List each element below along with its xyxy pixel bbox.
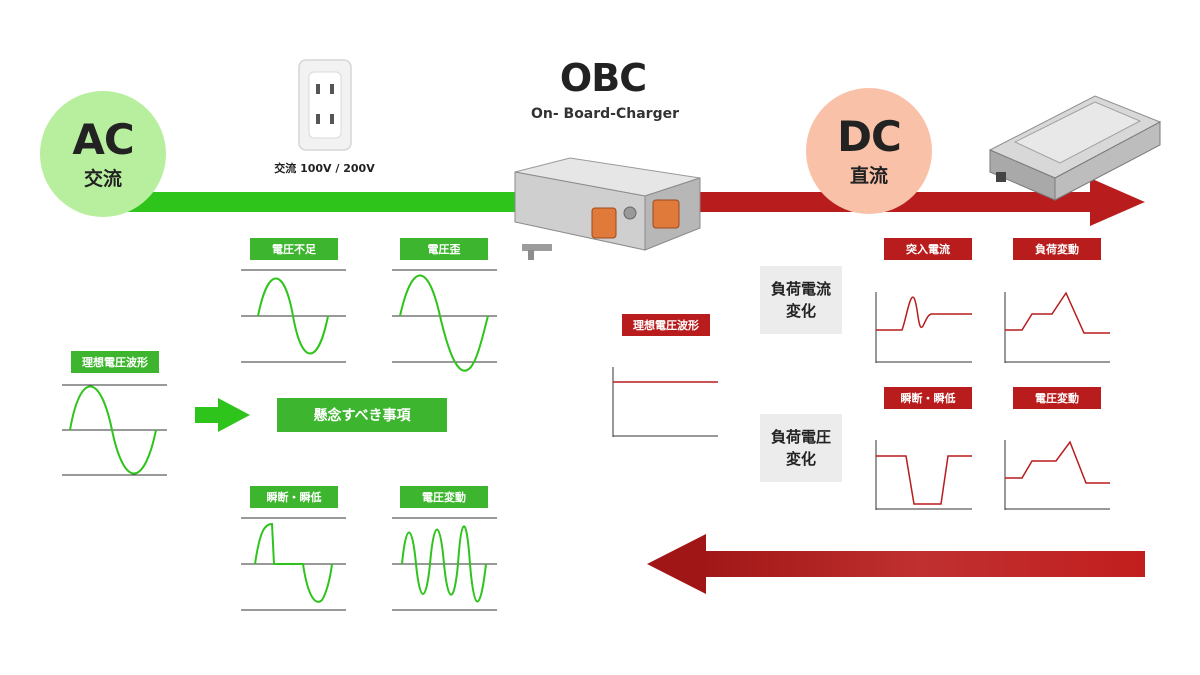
voltage-distortion-waveform — [392, 269, 497, 372]
load-current-line1: 負荷電流 — [770, 280, 831, 298]
tag-inrush-current: 突入電流 — [884, 238, 972, 260]
tag-right-voltage-fluctuation: 電圧変動 — [1013, 387, 1101, 409]
tag-left-voltage-fluctuation: 電圧変動 — [400, 486, 488, 508]
tag-voltage-shortage: 電圧不足 — [250, 238, 338, 260]
left-ideal-tag: 理想電圧波形 — [71, 351, 159, 373]
tag-load-fluctuation: 負荷変動 — [1013, 238, 1101, 260]
load-voltage-line2: 変化 — [785, 450, 816, 468]
left-ideal-waveform — [62, 384, 167, 476]
dc-label: DC — [837, 111, 902, 161]
load-fluctuation-waveform — [1004, 291, 1110, 363]
left-interruption-waveform — [241, 517, 346, 611]
obc-title: OBC — [559, 56, 647, 100]
inrush-current-waveform — [875, 292, 972, 363]
right-ideal-tag: 理想電圧波形 — [622, 314, 710, 336]
load-voltage-line1: 負荷電圧 — [770, 428, 831, 446]
dc-circle: DC 直流 — [806, 88, 932, 214]
ac-label: AC — [72, 114, 134, 164]
ac-sublabel: 交流 — [83, 167, 122, 190]
tag-right-interruption: 瞬断・瞬低 — [884, 387, 972, 409]
ac-circle: AC 交流 — [40, 91, 166, 217]
left-voltage-fluctuation-waveform — [392, 517, 497, 611]
ac-flow-line — [110, 192, 520, 212]
voltage-shortage-waveform — [241, 269, 346, 363]
obc-subtitle: On- Board-Charger — [530, 106, 680, 122]
tag-voltage-distortion: 電圧歪 — [400, 238, 488, 260]
tag-left-interruption: 瞬断・瞬低 — [250, 486, 338, 508]
outlet-label: 交流 100V / 200V — [274, 162, 375, 175]
battery-icon — [988, 95, 1162, 201]
right-voltage-fluctuation-waveform — [1004, 440, 1110, 510]
right-interruption-waveform — [875, 440, 972, 510]
load-current-line2: 変化 — [785, 302, 816, 320]
obc-device-icon — [514, 157, 701, 260]
load-current-change-box: 負荷電流 変化 — [760, 266, 842, 334]
return-arrow — [647, 534, 1145, 594]
concern-box: 懸念すべき事項 — [277, 398, 447, 432]
outlet-icon — [298, 59, 352, 151]
dc-sublabel: 直流 — [849, 164, 888, 187]
concern-arrow — [195, 398, 250, 432]
right-ideal-waveform — [612, 367, 718, 437]
load-voltage-change-box: 負荷電圧 変化 — [760, 414, 842, 482]
